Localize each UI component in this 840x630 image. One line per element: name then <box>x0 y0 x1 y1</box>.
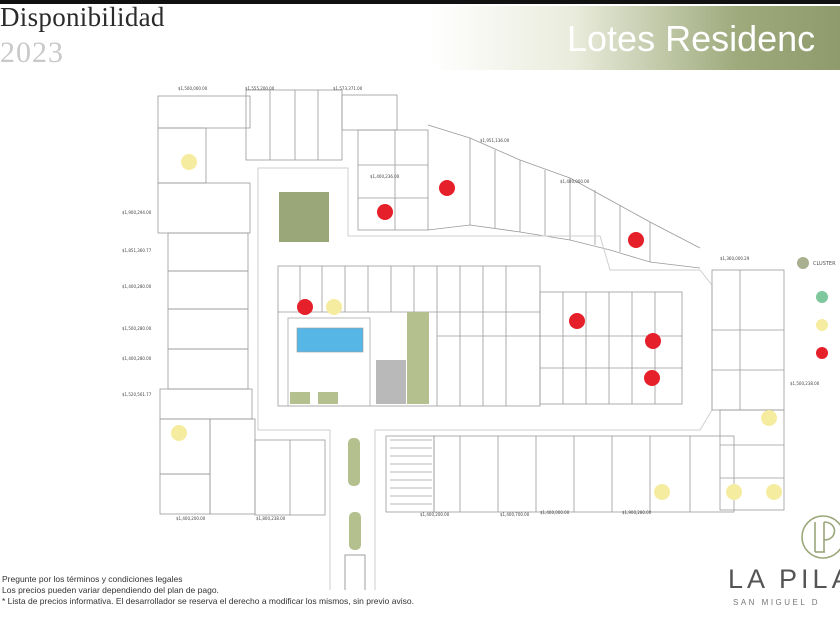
header-banner <box>430 6 840 70</box>
available-markers <box>171 154 782 500</box>
available-marker <box>654 484 670 500</box>
sold-marker <box>644 370 660 386</box>
garden-patch-left <box>290 392 310 404</box>
legend-swatch-yellow <box>816 319 828 331</box>
sold-marker <box>645 333 661 349</box>
svg-text:$1,500,280.00: $1,500,280.00 <box>122 326 152 331</box>
sold-markers <box>297 180 661 386</box>
svg-text:$1,400,280.00: $1,400,280.00 <box>122 284 152 289</box>
svg-text:$1,800,238.00: $1,800,238.00 <box>256 516 286 521</box>
svg-text:$1,400,236.00: $1,400,236.00 <box>370 174 400 179</box>
legend-label-cluster: CLUSTER <box>813 261 836 267</box>
svg-text:$1,573,371.00: $1,573,371.00 <box>333 86 363 91</box>
page-title: Disponibilidad <box>0 2 165 32</box>
legend-swatch-cluster <box>797 257 809 269</box>
svg-text:$1,520,561.77: $1,520,561.77 <box>122 392 152 397</box>
footnote-line: Los precios pueden variar dependiendo de… <box>2 585 219 595</box>
svg-text:$1,555,200.00: $1,555,200.00 <box>245 86 275 91</box>
sold-marker <box>628 232 644 248</box>
available-marker <box>761 410 777 426</box>
svg-text:$1,500,238.00: $1,500,238.00 <box>790 381 820 386</box>
swimming-pool <box>296 327 364 353</box>
garden-patch-right <box>318 392 338 404</box>
banner-title: Lotes Residenc <box>567 18 816 59</box>
parking-hatching <box>390 439 432 505</box>
site-outline <box>157 89 785 590</box>
legend-swatch-green <box>816 291 828 303</box>
logo-mark <box>801 515 840 559</box>
green-area <box>279 192 329 242</box>
site-plan-map: $1,500,000.00 $1,555,200.00 $1,573,371.0… <box>122 86 840 590</box>
page-year: 2023 <box>0 36 64 69</box>
garden-strip <box>407 312 429 404</box>
legend: CLUSTER <box>797 257 836 359</box>
svg-text:$1,400,200.00: $1,400,200.00 <box>176 516 206 521</box>
svg-text:$1,500,000.00: $1,500,000.00 <box>178 86 208 91</box>
footnotes: Pregunte por los términos y condiciones … <box>2 574 414 607</box>
available-marker <box>171 425 187 441</box>
available-marker <box>766 484 782 500</box>
available-marker <box>326 299 342 315</box>
available-marker <box>181 154 197 170</box>
sold-marker <box>297 299 313 315</box>
available-marker <box>726 484 742 500</box>
svg-text:$1,900,294.00: $1,900,294.00 <box>122 210 152 215</box>
svg-text:$1,400,200.00: $1,400,200.00 <box>420 512 450 517</box>
logo-subtitle: SAN MIGUEL D <box>733 598 821 607</box>
entrance-gate <box>344 554 366 590</box>
footnote-line: * Lista de precios informativa. El desar… <box>2 596 414 606</box>
footnote-line: Pregunte por los términos y condiciones … <box>2 574 183 584</box>
svg-text:$1,400,000.00: $1,400,000.00 <box>540 510 570 515</box>
svg-text:$1,851,360.77: $1,851,360.77 <box>122 248 152 253</box>
top-border <box>0 0 840 4</box>
sold-marker <box>439 180 455 196</box>
svg-text:$1,951,136.00: $1,951,136.00 <box>480 138 510 143</box>
svg-text:$1,400,700.00: $1,400,700.00 <box>500 512 530 517</box>
pool-area <box>287 317 371 407</box>
sold-marker <box>569 313 585 329</box>
median-lower <box>349 512 361 550</box>
median-upper <box>348 438 360 486</box>
lot-price-labels: $1,500,000.00 $1,555,200.00 $1,573,371.0… <box>122 86 820 521</box>
svg-text:$1,400,000.00: $1,400,000.00 <box>560 179 590 184</box>
logo-name: LA PILA <box>728 564 840 594</box>
sold-marker <box>377 204 393 220</box>
svg-text:$1,360,000.29: $1,360,000.29 <box>720 256 750 261</box>
svg-text:$1,900,280.00: $1,900,280.00 <box>622 510 652 515</box>
clubhouse <box>376 360 406 404</box>
svg-text:$1,400,280.00: $1,400,280.00 <box>122 356 152 361</box>
legend-swatch-red <box>816 347 828 359</box>
